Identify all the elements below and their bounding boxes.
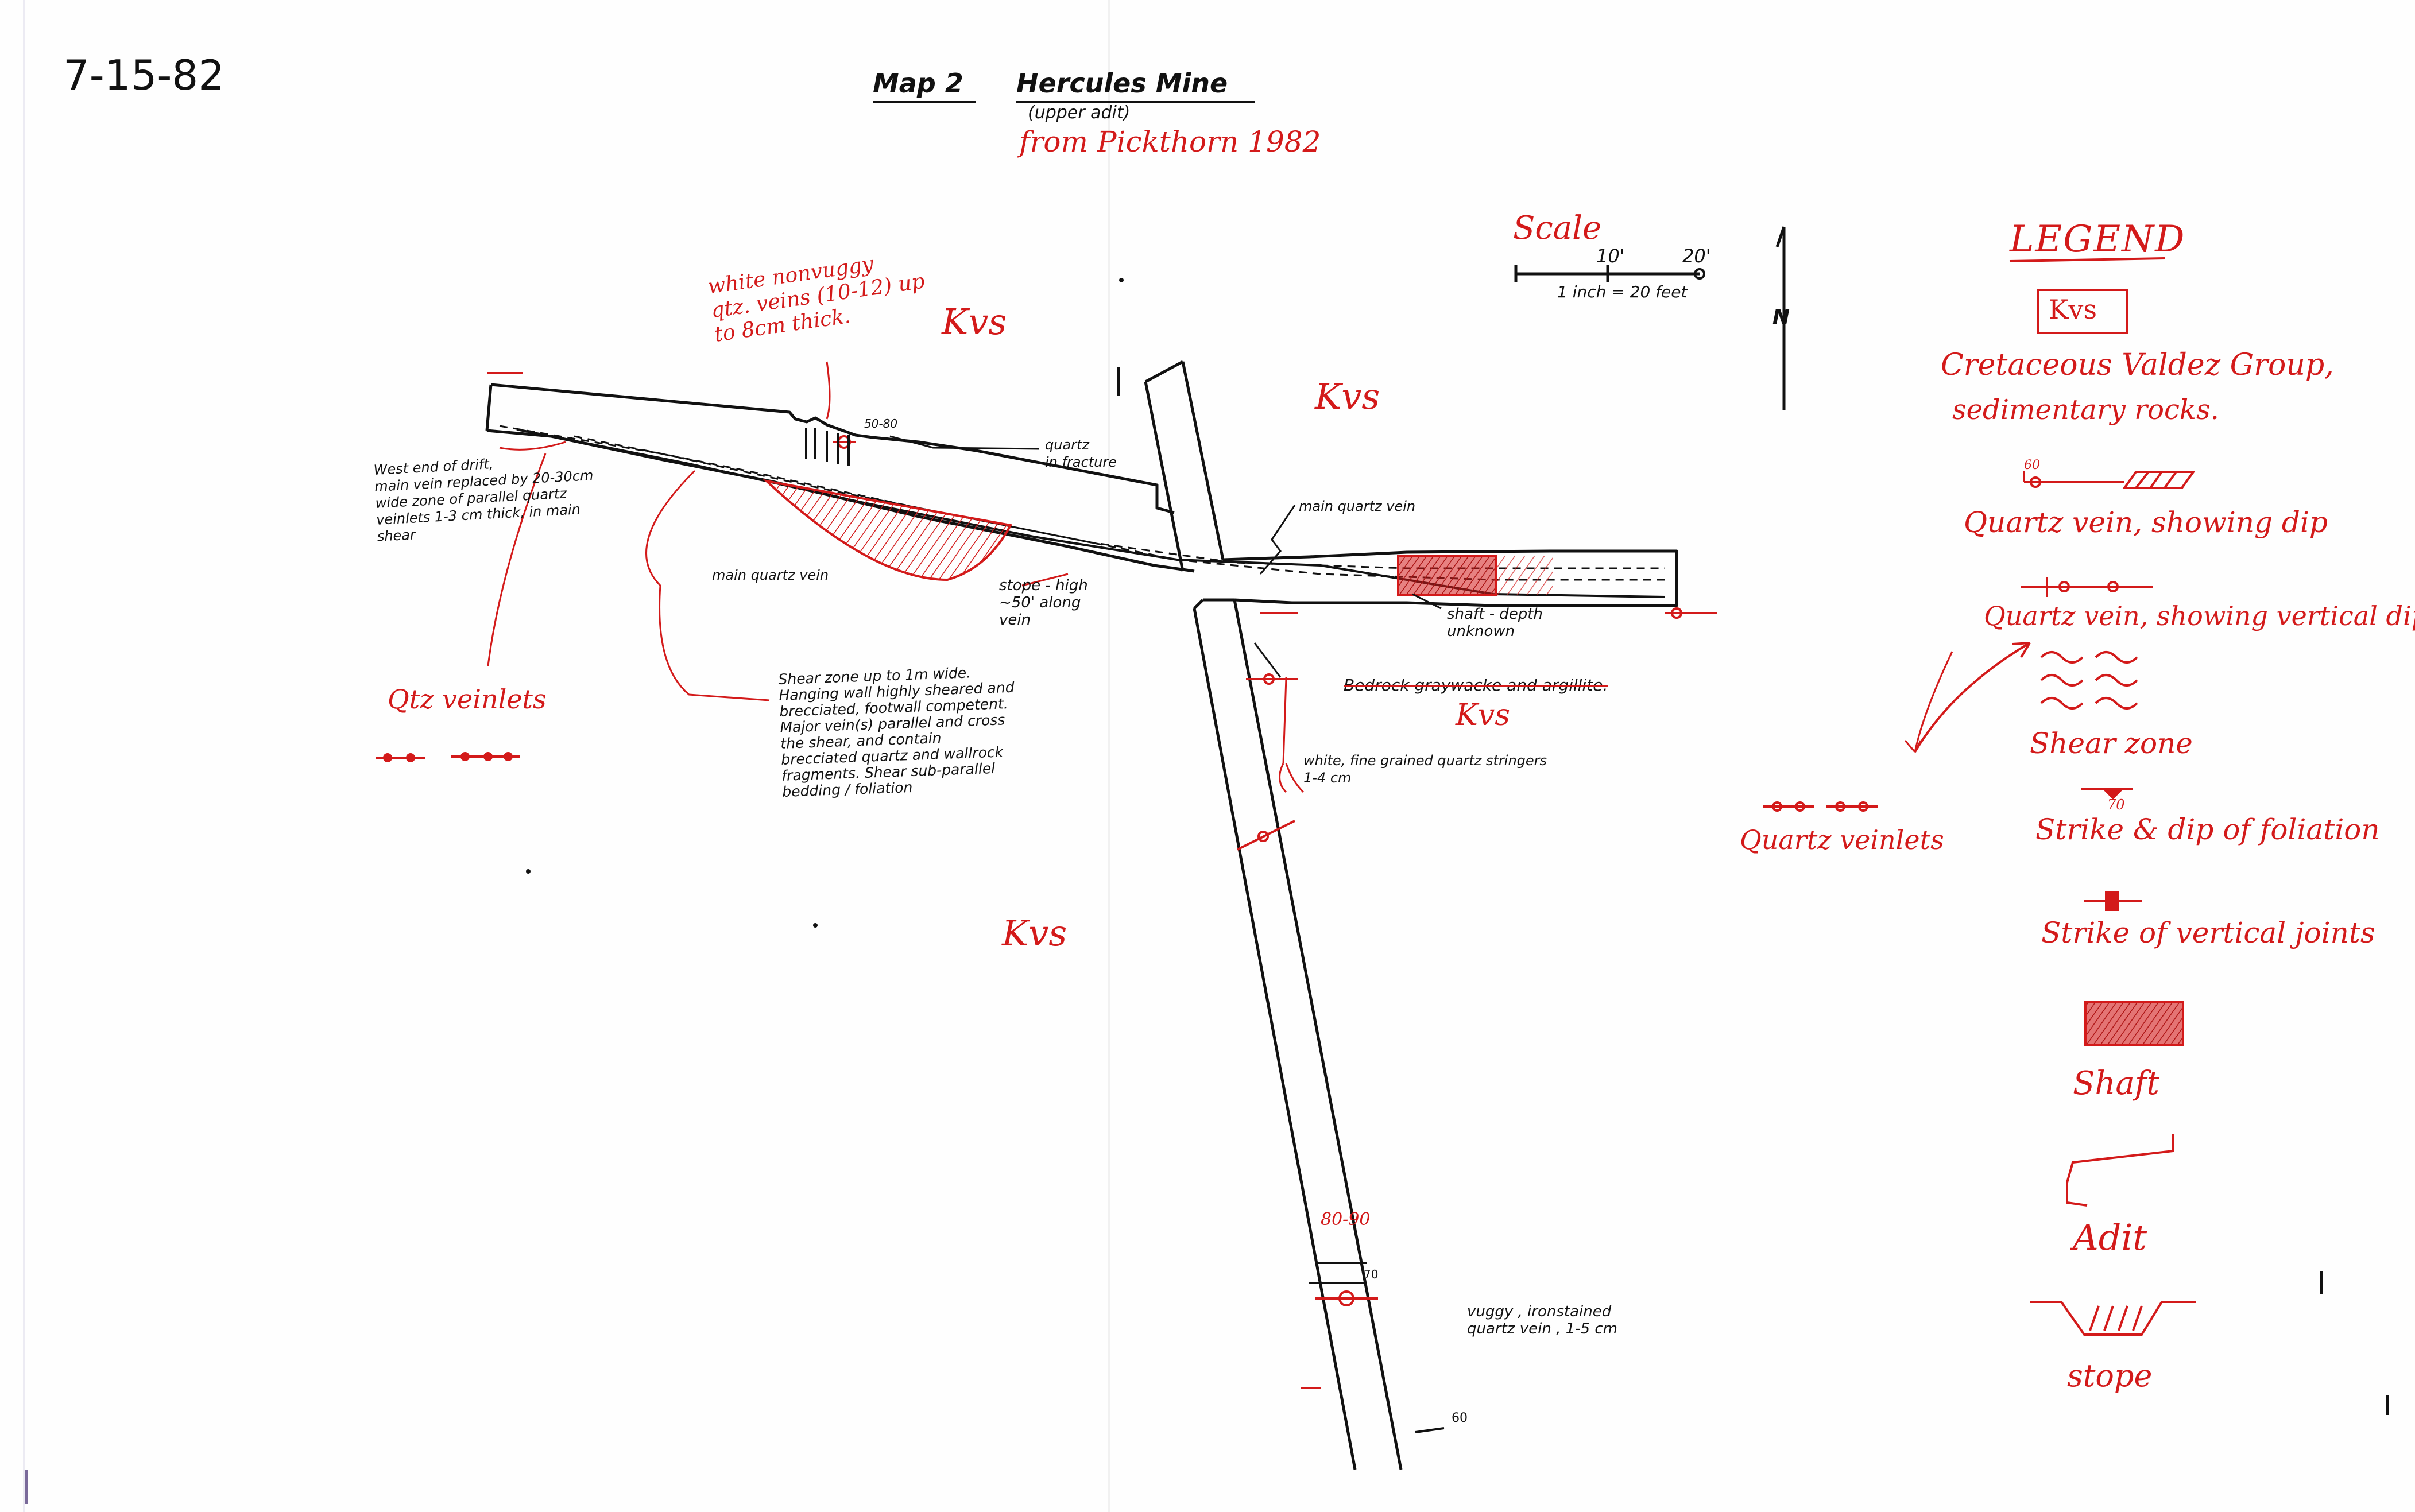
qtz-veinlets-symbol [376,752,520,762]
vein-symbols [487,372,1717,1389]
unit-label-kvs: Kvs [1315,375,1380,417]
legend-item-label: Strike of vertical joints [2041,916,2375,949]
unit-label-kvs: Kvs [942,301,1007,343]
dip-value: 70 [1364,1267,1379,1281]
scale-title: Scale [1513,210,1602,247]
page-edge-mark [25,1470,28,1504]
stope-hatch [763,479,1013,581]
stope-note: stope - high ~50' along vein [999,577,1088,629]
foliation-icon [2081,788,2133,800]
legend-dip-value: 60 [2024,458,2040,472]
north-arrow-icon [1775,226,1786,410]
unit-label-kvs: Kvs [1002,912,1067,954]
legend-unit-desc: Cretaceous Valdez Group, [1941,348,2334,382]
legend-item-label: stope [2067,1358,2153,1394]
qtz-veinlets-label: Qtz veinlets [388,684,547,715]
legend-dip-value: 70 [2107,797,2125,813]
legend-unit-box-label: Kvs [2049,294,2097,325]
vertical-joint-icon [2084,891,2142,911]
adit-outline [485,360,1678,1470]
legend-item-label: Shaft [2073,1065,2160,1102]
shaft [1397,555,1553,596]
source-note: from Pickthorn 1982 [1019,125,1321,158]
legend-symbols [1914,289,2196,1336]
stringers-note: white, fine grained quartz stringers 1-4… [1303,753,1547,786]
scale-tick-10: 10' [1596,245,1625,267]
joint-symbols [805,367,1445,1433]
date-label: 7-15-82 [63,51,225,99]
quartz-fracture-note: quartz in fracture [1045,437,1117,470]
legend-unit-desc: sedimentary rocks. [1952,394,2219,426]
legend-item-label: Shear zone [2030,727,2193,760]
dip-value: 80-90 [1321,1209,1371,1230]
shaft-icon [2084,1001,2184,1046]
north-label: N [1772,305,1790,329]
mine-title: Hercules Mine [1016,68,1228,99]
legend-item-label: Strike & dip of foliation [2035,813,2380,846]
legend-item-label: Quartz vein, showing dip [1964,506,2328,539]
shaft-note: shaft - depth unknown [1447,606,1543,640]
shear-zone-note: Shear zone up to 1m wide. Hanging wall h… [777,664,1015,800]
stope-icon [2030,1301,2196,1336]
dip-value: 60 [1452,1411,1468,1425]
adit-icon [2066,1134,2174,1207]
qtz-veinlets-label: Quartz veinlets [1740,824,1944,855]
west-end-note: West end of drift, main vein replaced by… [373,456,594,545]
leader-lines [487,361,1953,793]
legend-item-label: Quartz vein, showing vertical dip [1984,600,2415,631]
map-label: Map 2 [873,68,963,99]
shear-zone-icon [2040,651,2138,710]
unit-label-kvs: Kvs [1456,698,1510,732]
vertical-vein-icon [2021,577,2153,597]
vuggy-vein-note: vuggy , ironstained quartz vein , 1-5 cm [1467,1303,1617,1337]
subtitle: (upper adit) [1028,103,1131,123]
main-quartz-vein-label: main quartz vein [712,567,829,583]
qtz-veinlets-symbol [1763,801,1878,812]
bedrock-note: Bedrock graywacke and argillite. [1344,676,1608,695]
dipping-vein-icon [2023,471,2196,489]
scale-tick-20: 20' [1682,245,1711,267]
main-quartz-vein-label: main quartz vein [1299,498,1416,514]
legend-title: LEGEND [2010,218,2186,261]
scale-bar [1514,265,1705,282]
page-fold [1108,0,1110,1512]
scale-ratio: 1 inch = 20 feet [1557,282,1688,301]
legend-underline [2009,257,2165,262]
page-edge [23,0,25,1512]
dip-value: 50-80 [864,417,898,431]
legend-item-label: Adit [2073,1216,2147,1258]
